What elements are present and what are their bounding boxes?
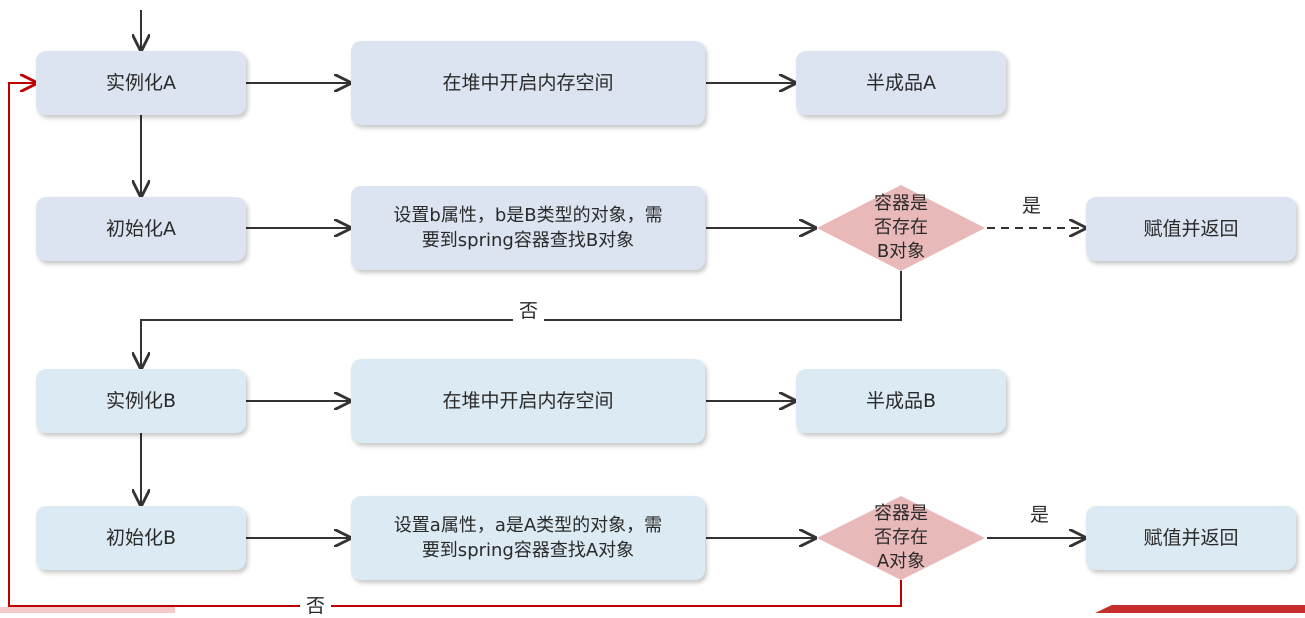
node-label-line1: 设置b属性，b是B类型的对象，需 [393,205,663,226]
node-set-a-property: 设置a属性，a是A类型的对象，需 要到spring容器查找A对象 [351,496,705,580]
node-init-a: 初始化A [36,197,246,261]
node-set-b-property: 设置b属性，b是B类型的对象，需 要到spring容器查找B对象 [351,186,705,270]
node-label: 半成品B [865,390,937,412]
edge-label-no-2: 否 [300,591,332,618]
node-label: 赋值并返回 [1143,527,1239,549]
node-instantiate-b: 实例化B [36,369,246,433]
decision-diamond-b [817,185,985,271]
edge-label-yes-1: 是 [1022,195,1042,217]
arrow-no-2-loop-back [8,83,902,607]
node-init-b: 初始化B [36,506,246,570]
decision-label-b: 容器是 否存在 B对象 [874,193,928,262]
node-label-line2: 要到spring容器查找B对象 [421,230,635,251]
node-heap-a: 在堆中开启内存空间 [351,41,705,125]
node-half-a: 半成品A [796,51,1006,115]
node-label: 初始化B [105,527,177,549]
node-assign-return-2: 赋值并返回 [1086,506,1296,570]
node-half-b: 半成品B [796,369,1006,433]
node-label: 实例化A [106,72,176,94]
node-label: 实例化B [105,390,177,412]
node-instantiate-a: 实例化A [36,51,246,115]
decision-diamond-a [817,496,985,580]
bottom-left-strip [0,607,175,613]
node-label: 在堆中开启内存空间 [442,390,614,412]
node-label: 初始化A [106,218,176,240]
edge-label-no-1: 否 [513,296,545,323]
node-assign-return-1: 赋值并返回 [1086,197,1296,261]
node-label-line2: 要到spring容器查找A对象 [421,540,635,561]
node-label: 半成品A [866,72,936,94]
bottom-right-banner [1095,605,1305,613]
node-label: 在堆中开启内存空间 [442,72,614,94]
edge-label-yes-2: 是 [1030,504,1050,526]
node-label: 赋值并返回 [1143,218,1239,240]
node-label-line1: 设置a属性，a是A类型的对象，需 [393,515,663,536]
decision-label-a: 容器是 否存在 A对象 [874,503,928,572]
node-heap-b: 在堆中开启内存空间 [351,359,705,443]
